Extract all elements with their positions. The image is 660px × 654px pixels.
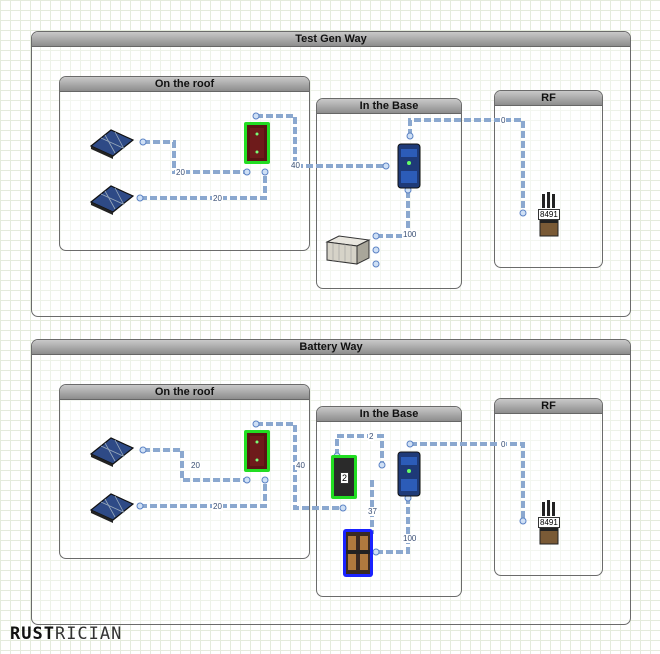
connector-node[interactable] [382,162,390,170]
rf-broadcaster[interactable]: 8491 [537,500,561,546]
connector-node[interactable] [372,246,380,254]
connector-node[interactable] [136,194,144,202]
rf-frequency-label: 8491 [538,517,560,528]
wire-panel2-to-generator[interactable] [140,172,267,200]
wire-label: 40 [295,461,306,470]
subgroup-title: In the Base [317,99,461,114]
subgroup-rf: RF [494,398,603,576]
counter-value: 2 [340,472,350,484]
large-battery-icon[interactable] [342,528,374,578]
wire-panel1-to-generator[interactable] [143,448,247,482]
wire-label: 20 [175,168,186,177]
wire-label: 100 [402,230,418,239]
solar-panel-icon[interactable] [87,126,135,160]
logo-part1: RUST [10,624,55,644]
connector-node[interactable] [243,476,251,484]
electrical-branch-icon[interactable] [242,120,272,166]
wire-label: 20 [212,502,223,511]
wire-battery-to-switch[interactable] [376,498,410,554]
electrical-branch-icon[interactable] [242,428,272,474]
connector-node[interactable] [372,260,380,268]
wire-panel1-to-generator[interactable] [143,140,247,174]
switch-icon[interactable] [395,451,423,497]
subgroup-on-the-roof: On the roof [59,76,310,251]
subgroup-rf: RF [494,90,603,268]
logo-part2: RICIAN [54,624,123,644]
connector-node[interactable] [519,517,527,525]
subgroup-title: On the roof [60,77,309,92]
connector-node[interactable] [378,461,386,469]
rustrician-logo: RUSTRICIAN [10,624,122,644]
wire-label: 100 [402,534,418,543]
connector-node[interactable] [136,502,144,510]
connector-node[interactable] [252,420,260,428]
subgroup-on-the-roof: On the roof [59,384,310,559]
subgroup-title: On the roof [60,385,309,400]
subgroup-title: RF [495,91,602,106]
wire-label: 20 [212,194,223,203]
solar-panel-icon[interactable] [87,434,135,468]
connector-node[interactable] [139,138,147,146]
connector-node[interactable] [139,446,147,454]
wire-generator-to-switch[interactable] [256,114,386,168]
counter[interactable]: 2 [330,454,358,500]
wire-switch-to-rf[interactable] [408,118,525,213]
wire-counter-loop[interactable] [335,434,384,465]
connector-node[interactable] [339,504,347,512]
subgroup-title: In the Base [317,407,461,422]
connector-node[interactable] [261,476,269,484]
solar-panel-icon[interactable] [87,490,135,524]
connector-node[interactable] [519,209,527,217]
rf-broadcaster-icon [539,500,559,545]
switch-icon[interactable] [395,143,423,189]
connector-node[interactable] [261,168,269,176]
connector-node[interactable] [406,132,414,140]
solar-panel-icon[interactable] [87,182,135,216]
wire-label: 0 [500,440,507,449]
group-title: Test Gen Way [32,32,630,47]
connector-node[interactable] [372,232,380,240]
wire-label: 2 [368,432,375,441]
wire-label: 0 [500,116,507,125]
wire-panel2-to-generator[interactable] [140,480,267,508]
connector-node[interactable] [252,112,260,120]
rf-broadcaster[interactable]: 8491 [537,192,561,238]
wire-switch-to-rf[interactable] [410,442,525,521]
connector-node[interactable] [406,440,414,448]
group-title: Battery Way [32,340,630,355]
rf-frequency-label: 8491 [538,209,560,220]
connector-node[interactable] [243,168,251,176]
battery-icon[interactable] [325,234,371,266]
subgroup-title: RF [495,399,602,414]
wire-label: 20 [190,461,201,470]
wire-label: 37 [367,507,378,516]
wire-label: 40 [290,161,301,170]
